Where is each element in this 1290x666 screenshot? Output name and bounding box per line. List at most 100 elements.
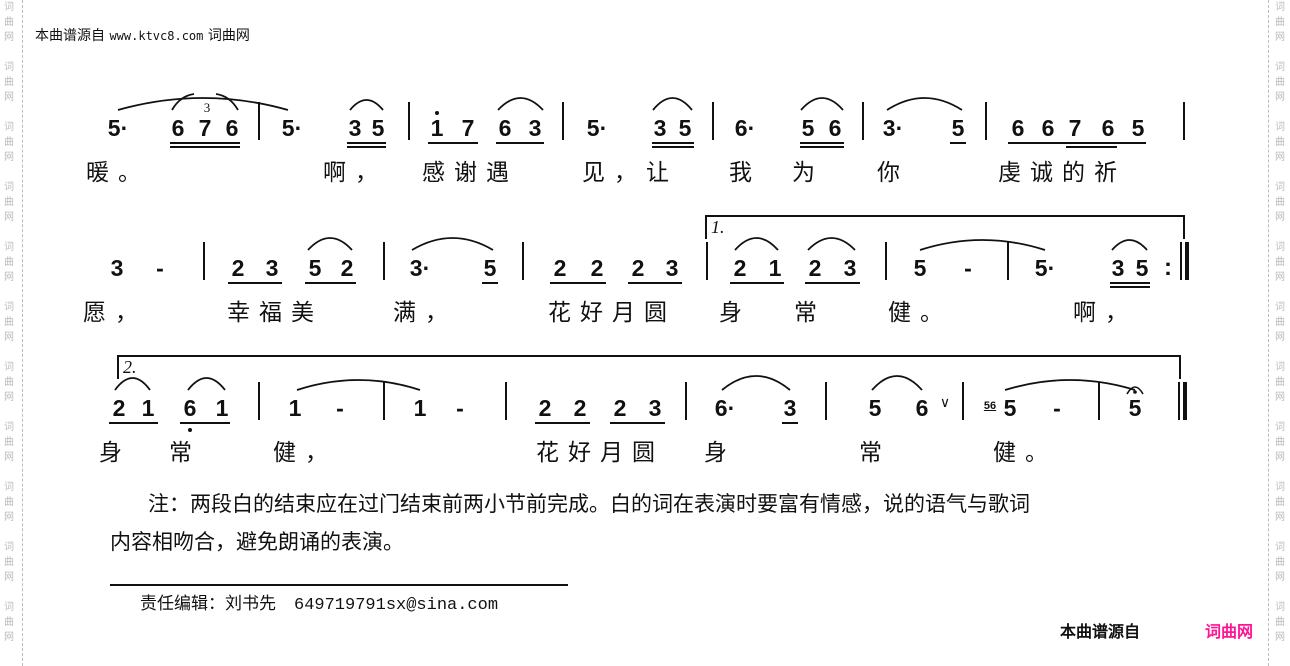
note: 1 bbox=[288, 395, 302, 421]
lyric: 虔诚的祈 bbox=[998, 160, 1126, 186]
footer-brand[interactable]: 词曲网 bbox=[1205, 622, 1254, 641]
duration-underline bbox=[1110, 286, 1150, 288]
triplet-bracket bbox=[215, 93, 239, 111]
note: 2 bbox=[808, 255, 822, 281]
lyric: 我 bbox=[729, 160, 761, 186]
watermark-char: 曲 bbox=[1275, 77, 1285, 88]
note: 3 bbox=[528, 115, 542, 141]
barline bbox=[505, 382, 507, 420]
watermark-char: 曲 bbox=[4, 257, 14, 268]
lyric: 健， bbox=[273, 440, 337, 466]
note: 3 bbox=[348, 115, 362, 141]
duration-underline bbox=[628, 282, 682, 284]
editor-label: 责任编辑：刘书先 bbox=[140, 594, 276, 614]
slur bbox=[117, 97, 289, 111]
watermark-char: 词 bbox=[4, 62, 14, 73]
note: 5 bbox=[483, 255, 497, 281]
barline bbox=[712, 102, 714, 140]
left-margin-border bbox=[22, 0, 23, 666]
slur bbox=[734, 237, 779, 251]
duration-underline bbox=[610, 422, 665, 424]
triplet-label: 3 bbox=[203, 100, 211, 115]
watermark-char: 曲 bbox=[4, 137, 14, 148]
watermark-char: 网 bbox=[4, 32, 14, 43]
note: 2 bbox=[631, 255, 645, 281]
note: 3· bbox=[882, 115, 904, 141]
breath-mark: ∨ bbox=[939, 394, 951, 410]
watermark-char: 曲 bbox=[1275, 497, 1285, 508]
watermark-char: 词 bbox=[1275, 602, 1285, 613]
repeat-sign: : bbox=[1164, 254, 1172, 281]
duration-underline bbox=[496, 142, 544, 144]
note: 3 bbox=[843, 255, 857, 281]
note: 5 bbox=[678, 115, 692, 141]
note: 5 bbox=[1131, 115, 1145, 141]
source-prefix: 本曲谱源自 bbox=[35, 28, 105, 44]
barline bbox=[1007, 242, 1009, 280]
watermark-char: 网 bbox=[1275, 512, 1285, 523]
note: 5 bbox=[951, 115, 965, 141]
watermark-char: 词 bbox=[4, 362, 14, 373]
barline bbox=[685, 382, 687, 420]
note: 3 bbox=[265, 255, 279, 281]
watermark-char: 词 bbox=[1275, 482, 1285, 493]
lyric: 花好月圆 bbox=[536, 440, 664, 466]
note: 6 bbox=[915, 395, 929, 421]
watermark-char: 网 bbox=[4, 572, 14, 583]
duration-underline bbox=[800, 146, 844, 148]
lyric: 常 bbox=[169, 440, 201, 466]
note: 6 bbox=[498, 115, 512, 141]
note: 7 bbox=[1068, 115, 1082, 141]
duration-underline bbox=[347, 142, 386, 144]
watermark-char: 词 bbox=[1275, 422, 1285, 433]
fermata-dot bbox=[1133, 390, 1137, 394]
watermark-char: 曲 bbox=[4, 17, 14, 28]
lyric: 健。 bbox=[888, 300, 952, 326]
lyric: 健。 bbox=[993, 440, 1057, 466]
watermark-char: 词 bbox=[4, 482, 14, 493]
watermark-char: 网 bbox=[1275, 632, 1285, 643]
duration-underline bbox=[180, 422, 230, 424]
note: 5 bbox=[308, 255, 322, 281]
slur bbox=[114, 377, 151, 391]
note: 3 bbox=[653, 115, 667, 141]
duration-underline bbox=[305, 282, 356, 284]
volta-1-label: 1. bbox=[711, 217, 725, 237]
duration-underline bbox=[347, 146, 386, 148]
note: 5 bbox=[1135, 255, 1149, 281]
watermark-char: 网 bbox=[1275, 392, 1285, 403]
note: 2 bbox=[553, 255, 567, 281]
duration-underline bbox=[535, 422, 590, 424]
watermark-right: 词曲网词曲网词曲网词曲网词曲网词曲网词曲网词曲网词曲网词曲网词曲网 bbox=[1272, 0, 1288, 660]
note: 5· bbox=[281, 115, 303, 141]
source-site: 词曲网 bbox=[207, 28, 250, 44]
note: 3 bbox=[1111, 255, 1125, 281]
watermark-char: 网 bbox=[1275, 452, 1285, 463]
note: 6 bbox=[1041, 115, 1055, 141]
slur bbox=[1004, 379, 1136, 391]
grace-notes: 56 bbox=[983, 400, 997, 412]
watermark-char: 曲 bbox=[1275, 617, 1285, 628]
source-url[interactable]: www.ktvc8.com bbox=[109, 29, 204, 43]
watermark-char: 网 bbox=[4, 332, 14, 343]
triplet-bracket bbox=[171, 93, 195, 111]
slur bbox=[1111, 239, 1148, 251]
watermark-char: 网 bbox=[4, 92, 14, 103]
duration-underline bbox=[1066, 146, 1117, 148]
note: 5 bbox=[801, 115, 815, 141]
barline bbox=[1178, 382, 1180, 420]
slur bbox=[652, 97, 693, 111]
barline bbox=[383, 382, 385, 420]
lyric: 常 bbox=[794, 300, 826, 326]
watermark-char: 曲 bbox=[4, 617, 14, 628]
slur bbox=[307, 237, 353, 251]
lyric: 满， bbox=[393, 300, 457, 326]
watermark-char: 网 bbox=[4, 512, 14, 523]
slur bbox=[349, 99, 384, 111]
note: 6 bbox=[183, 395, 197, 421]
note: 1 bbox=[413, 395, 427, 421]
watermark-char: 词 bbox=[4, 542, 14, 553]
watermark-char: 词 bbox=[1275, 182, 1285, 193]
lyric: 见，让 bbox=[582, 160, 678, 186]
